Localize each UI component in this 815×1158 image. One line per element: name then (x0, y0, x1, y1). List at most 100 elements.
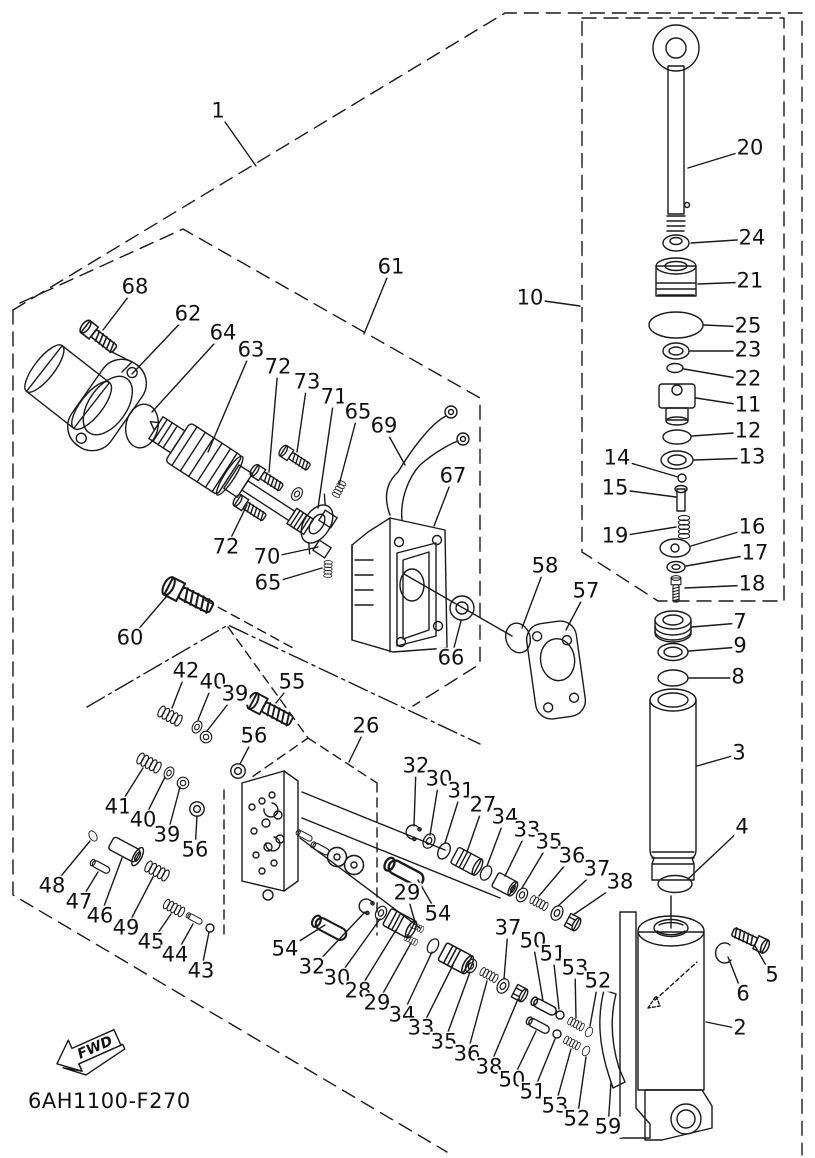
washer-30-b (372, 903, 390, 923)
cylinder-stack (649, 610, 697, 894)
leader-line-2 (705, 1021, 741, 1030)
seal-9 (657, 642, 689, 662)
o-ring-25 (648, 311, 704, 339)
pin-50-a (528, 995, 559, 1018)
rod-eye (652, 24, 700, 72)
leader-line-57 (565, 591, 587, 631)
end-cover (24, 344, 113, 431)
grommet-56-b (189, 801, 205, 817)
leader-line-34 (486, 817, 506, 867)
group-61-boundary (19, 228, 481, 707)
leader-line-16 (690, 527, 753, 547)
o-ring-34-b (424, 936, 442, 956)
group-10-boundary (581, 17, 785, 602)
o-ring-64 (124, 403, 160, 449)
plug-5 (729, 924, 772, 956)
pin-47 (88, 857, 112, 875)
leader-line-66 (450, 620, 462, 660)
leader-line-47 (78, 871, 99, 904)
leader-line-50 (511, 1030, 537, 1082)
screw-18 (670, 575, 682, 603)
grommet-39-a (199, 730, 213, 744)
leader-line-43 (200, 931, 210, 973)
washer-17 (666, 560, 686, 574)
leader-line-17 (685, 553, 756, 567)
leader-line-24 (690, 238, 753, 244)
leader-line-41 (117, 767, 144, 809)
bolt-73 (276, 443, 313, 474)
leader-line-7 (691, 622, 741, 628)
screw-cap-21 (655, 257, 697, 297)
leader-line-12 (691, 431, 749, 437)
leader-line-4 (687, 827, 743, 880)
washer-16 (659, 538, 691, 558)
leader-line-21 (697, 281, 751, 285)
leader-line-46 (99, 857, 123, 918)
flange-plate-62 (66, 358, 148, 452)
leader-line-35 (443, 971, 471, 1044)
o-ring-58 (504, 622, 532, 654)
leader-line-49 (125, 876, 154, 930)
body-bracket (619, 911, 651, 1139)
outer-boundary-left (12, 309, 448, 1153)
spring-49 (142, 859, 172, 883)
leader-line-69 (383, 426, 406, 466)
spring-42 (155, 704, 185, 728)
leader-line-19 (614, 526, 677, 538)
leader-line-65 (338, 412, 359, 486)
leader-line-39 (166, 786, 181, 837)
pump-assembly (86, 690, 595, 1058)
lead-wires-69 (385, 405, 470, 521)
circlip-32-b (355, 895, 376, 916)
leader-line-3 (696, 753, 740, 767)
assembly-boundaries (12, 12, 803, 1156)
stay-59 (599, 989, 626, 1089)
leader-line-50 (532, 941, 544, 1002)
diagram-code: 6AH1100-F270 (28, 1089, 191, 1113)
leader-line-28 (357, 929, 397, 993)
leader-line-6 (727, 956, 744, 996)
leader-line-68 (102, 287, 136, 331)
leader-line-56 (194, 815, 198, 852)
leader-line-36 (538, 856, 573, 897)
tilt-rod-assembly (648, 24, 704, 603)
o-ring-31 (434, 840, 454, 862)
leader-line-32 (413, 766, 417, 827)
washer-24 (662, 234, 690, 252)
ball-51-b (552, 1029, 562, 1039)
leader-line-52 (576, 1056, 587, 1121)
leader-line-72 (225, 504, 248, 549)
leader-line-65 (267, 567, 323, 585)
leader-line-73 (296, 382, 308, 453)
seal-13 (660, 450, 694, 470)
cylinder-33-a (491, 872, 519, 897)
leader-line-54 (417, 879, 439, 916)
pump-gears (294, 828, 365, 876)
leader-line-18 (684, 584, 753, 589)
spring-53-b (562, 1034, 582, 1052)
group-26-boundary (86, 624, 481, 745)
leader-line-48 (51, 840, 91, 888)
leader-line-37 (557, 869, 598, 907)
brush-70-a (318, 509, 338, 529)
pin-54-b (309, 913, 350, 944)
leader-line-15 (614, 488, 677, 498)
leader-line-25 (703, 324, 749, 328)
bolt-68 (77, 317, 120, 357)
leader-line-40 (197, 682, 214, 721)
leader-line-70 (266, 546, 319, 559)
washer-37-a (548, 903, 566, 923)
leader-line-53 (554, 1048, 572, 1108)
motor-housing-67 (351, 517, 448, 653)
leader-line-34 (401, 951, 433, 1017)
o-ring-52-b (580, 1044, 592, 1058)
clip-6 (714, 942, 732, 964)
leader-line-1 (217, 111, 257, 167)
cylinder-33-b (436, 941, 477, 977)
leader-line-45 (150, 913, 172, 944)
bolt-55 (244, 690, 297, 730)
leader-line-30 (429, 779, 440, 836)
spring-45 (161, 897, 187, 919)
bolt-72-a (247, 462, 286, 494)
armature-63 (148, 416, 315, 536)
